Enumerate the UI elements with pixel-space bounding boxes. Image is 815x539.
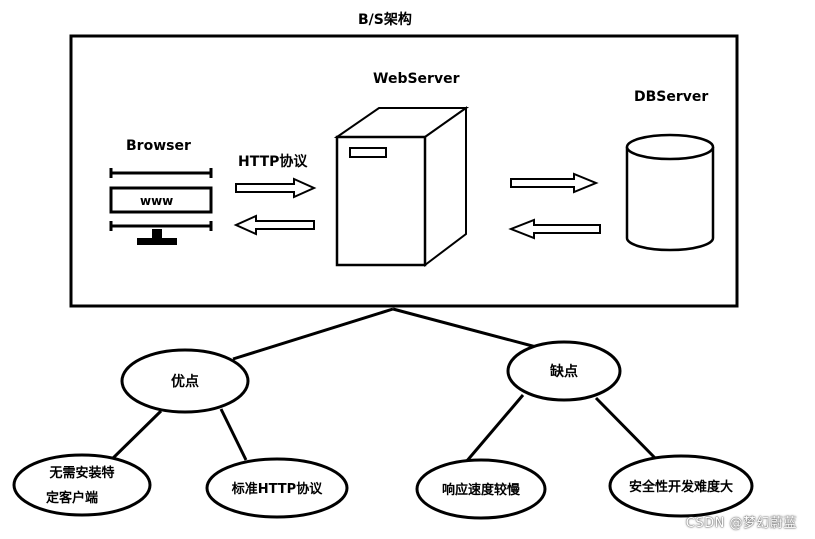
request-arrow-right [235,177,317,199]
pro-item-standard-http-node [205,457,349,519]
architecture-box [69,34,739,308]
browser-screen-text: www [140,194,173,208]
browser-label: Browser [126,138,191,154]
pro-item-no-client-node [12,453,152,517]
response-arrow-left [233,214,315,236]
pro-item-no-client-line2: 定客户端 [45,490,98,506]
database-icon [625,133,715,252]
pros-node [120,348,250,414]
diagram-title: B/S架构 [358,11,412,28]
cons-label: 缺点 [550,363,578,380]
http-protocol-label: HTTP协议 [238,153,308,170]
con-item-security-difficulty-label: 安全性开发难度大 [629,479,733,495]
pros-label: 优点 [171,373,199,390]
pro-item-no-client-line1: 无需安装特 [48,465,114,481]
con-item-security-difficulty-node [608,454,754,518]
browser-icon [109,168,213,245]
server-icon [333,106,470,268]
csdn-watermark: CSDN @梦幻蔚蓝 [685,516,797,531]
con-item-slow-response-node [415,458,547,520]
webserver-label: WebServer [373,71,460,87]
tree-connectors [104,307,659,467]
query-arrow-right [510,172,599,194]
cons-node [506,340,622,402]
pro-item-standard-http-label: 标准HTTP协议 [231,481,323,497]
result-arrow-left [508,218,601,240]
con-item-slow-response-label: 响应速度较慢 [442,482,521,498]
dbserver-label: DBServer [634,89,708,105]
